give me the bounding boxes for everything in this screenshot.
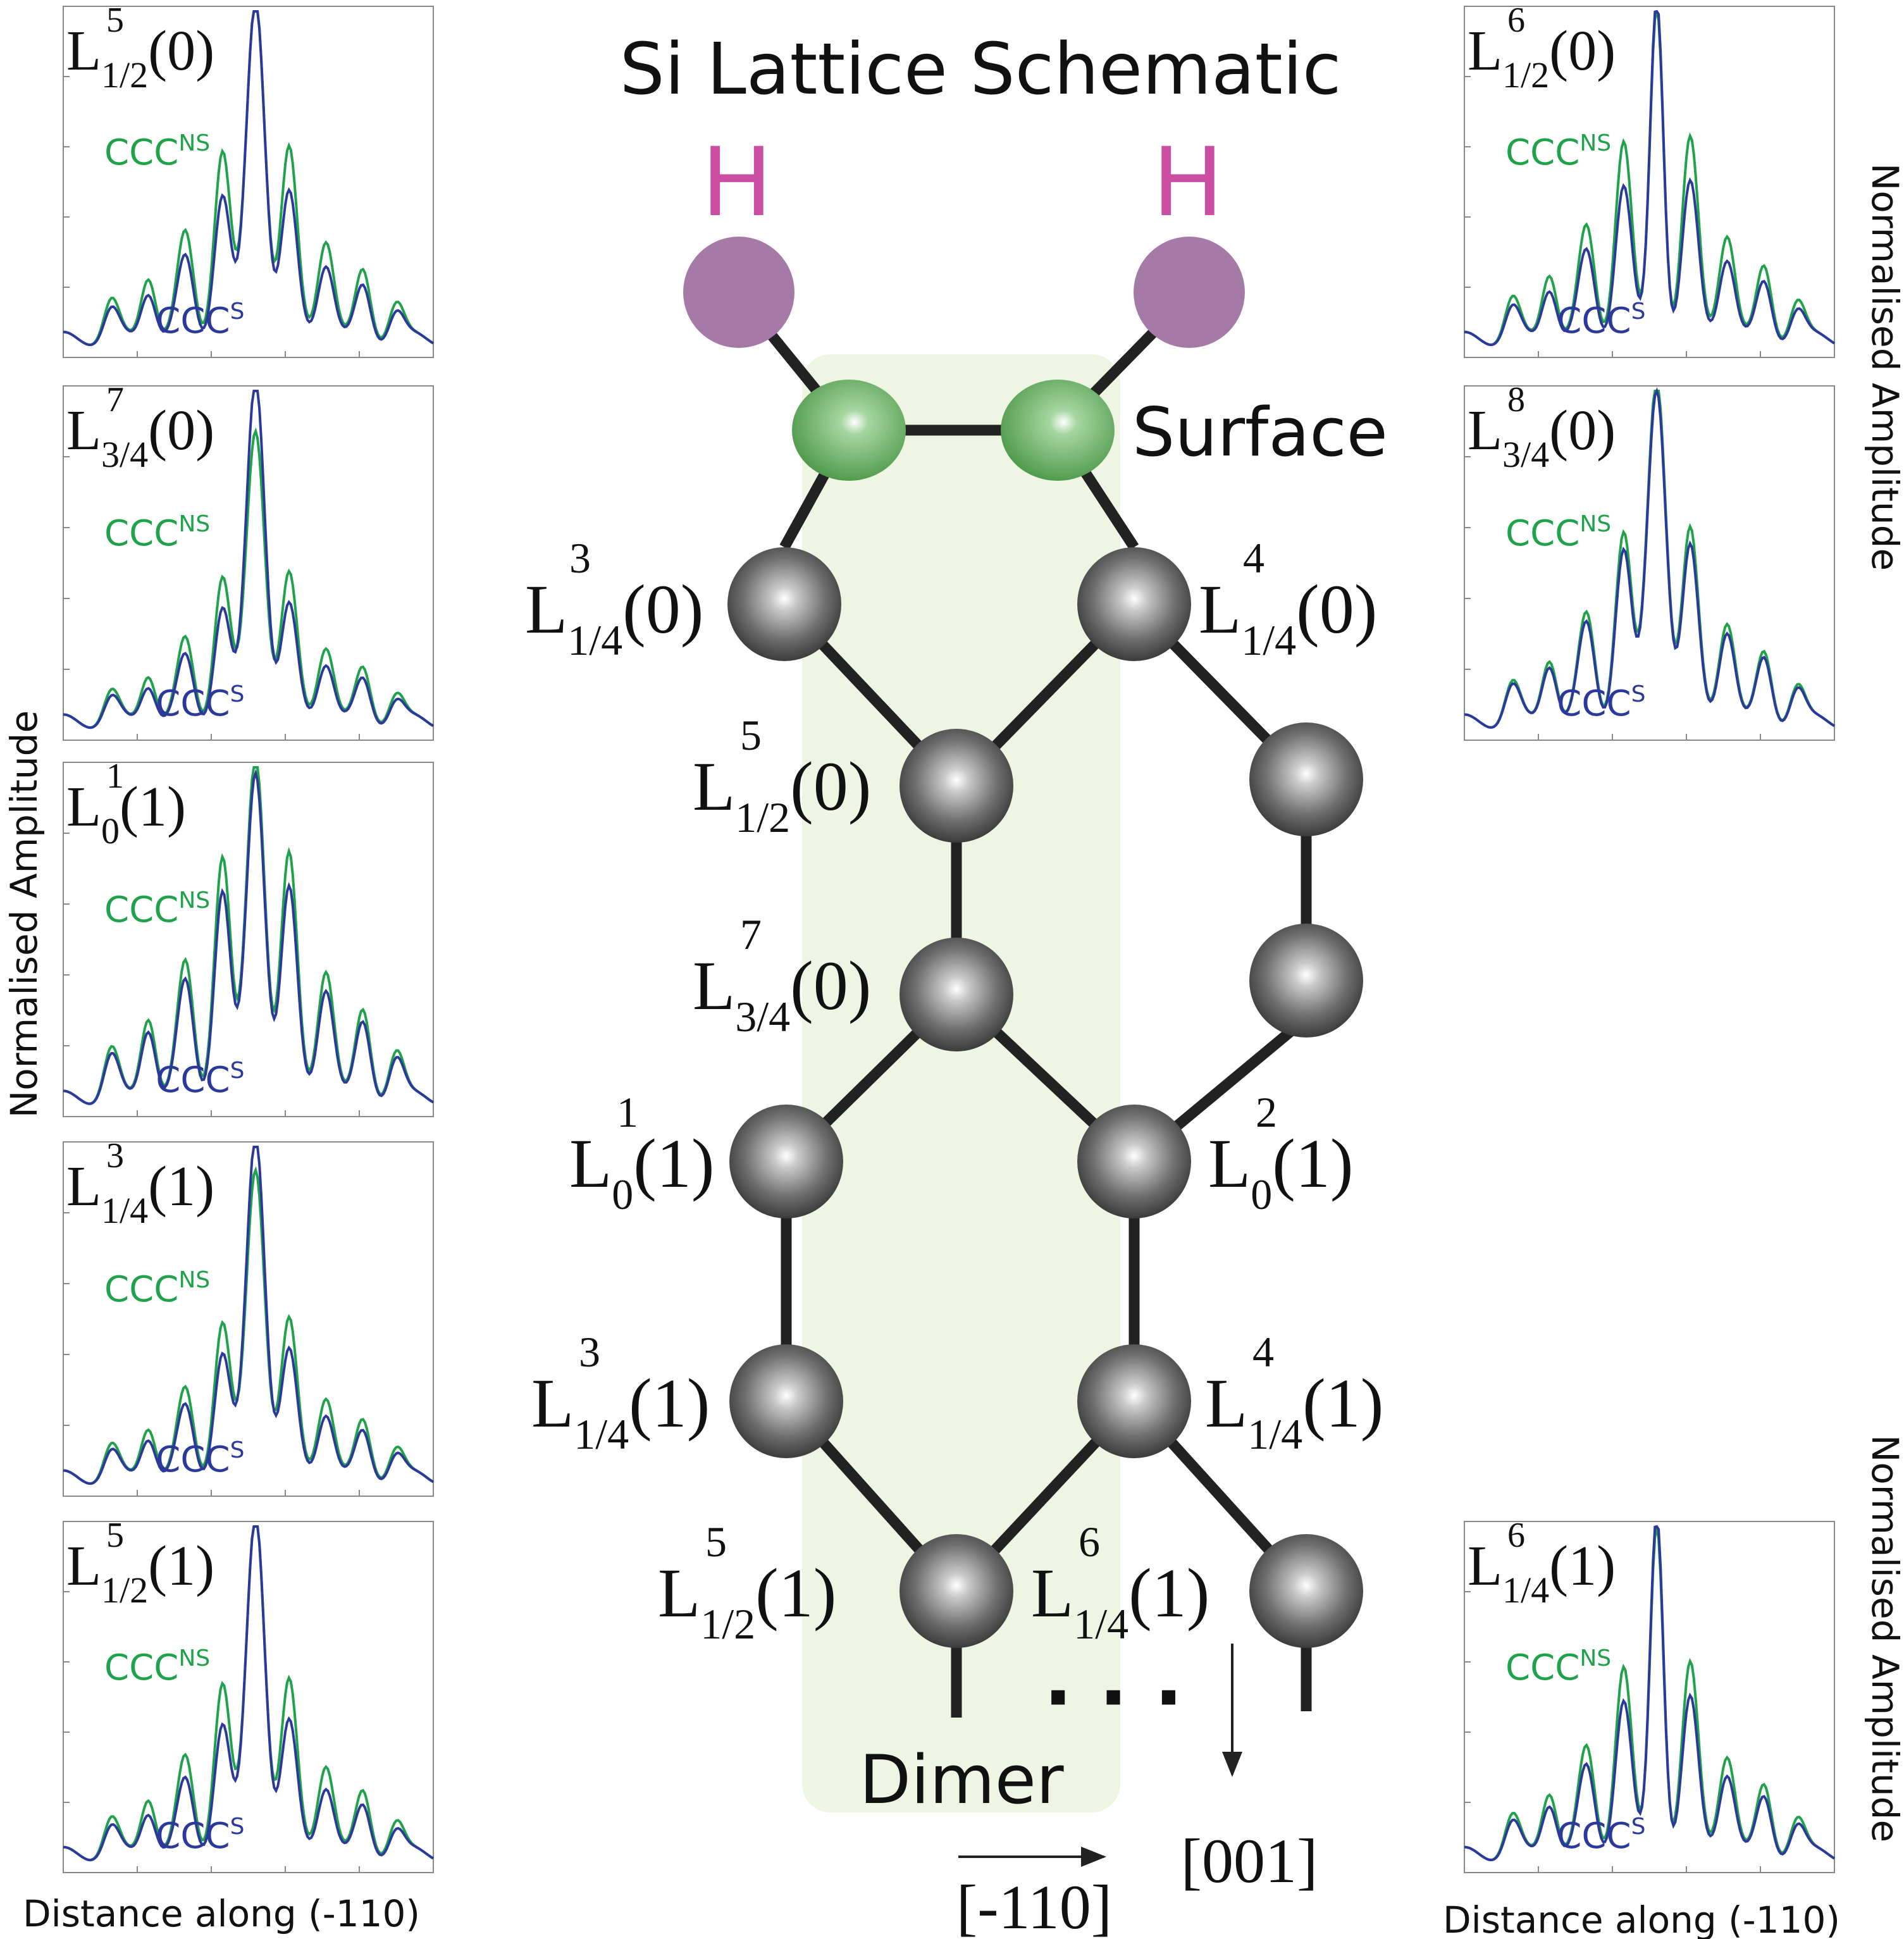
series-ns-label: CCCNS [104, 511, 210, 554]
direction-m110-label: [-110] [956, 1872, 1112, 1939]
atom-l12-1-5 [899, 1534, 1013, 1648]
series-s-line [63, 10, 435, 347]
label-l14-1-4-sup: 4 [1252, 1328, 1274, 1376]
label-l12-1-5-sup: 5 [705, 1518, 727, 1566]
dimer-region [802, 354, 1120, 1812]
atom-l14-1-3 [729, 1344, 843, 1458]
series-s-label: CCCS [156, 299, 244, 342]
series-s-line [63, 1525, 435, 1862]
panel-title-sup: 8 [1507, 380, 1525, 419]
label-l14-1-3-sup: 3 [579, 1328, 600, 1376]
direction-001-label: [001] [1181, 1826, 1318, 1896]
series-s-label: CCCS [156, 1058, 244, 1101]
atom-l14-0-4 [1077, 547, 1191, 661]
panel-title: L1/2(0) [66, 20, 214, 96]
label-l14-0-3: L1/4(0) [525, 571, 703, 664]
hydrogen-atom-right [1134, 237, 1245, 348]
atom-right-column-2 [1249, 924, 1363, 1038]
series-s-line [63, 390, 435, 729]
panel-title-sup: 6 [1507, 1, 1525, 40]
silicon-atoms [727, 547, 1363, 1648]
label-l14-1-4: L1/4(1) [1205, 1365, 1383, 1458]
panel-title-sup: 5 [106, 1516, 124, 1555]
series-s-label: CCCS [1557, 299, 1645, 342]
label-l0-1-2: L0(1) [1208, 1125, 1353, 1218]
series-s-label: CCCS [156, 1814, 244, 1857]
label-l14-0-4-sup: 4 [1243, 534, 1264, 582]
atom-right-column-1 [1249, 722, 1363, 836]
series-ns-label: CCCNS [104, 1645, 210, 1688]
series-s-line [1464, 1525, 1836, 1862]
surface-label: Surface [1132, 393, 1388, 471]
label-l0-1-2-sup: 2 [1256, 1088, 1277, 1136]
label-l14-0-3-sup: 3 [569, 534, 591, 582]
panel-title-sup: 7 [106, 380, 124, 419]
atom-l14-1-4 [1077, 1344, 1191, 1458]
atom-right-column-3 [1249, 1534, 1363, 1648]
series-s-line [1464, 9, 1836, 347]
hydrogen-atoms: H H [683, 128, 1245, 348]
atom-l34-0-7 [899, 938, 1013, 1051]
x-axis-label-right: Distance along (-110) [1443, 1899, 1840, 1939]
hydrogen-atom-left [683, 237, 794, 348]
panel-title-sup: 3 [106, 1136, 124, 1175]
y-axis-label-left: Normalised Amplitude [3, 710, 46, 1118]
atom-l0-1-1 [729, 1105, 843, 1218]
label-l14-1-3: L1/4(1) [531, 1365, 710, 1458]
hydrogen-label-left: H [702, 128, 773, 238]
label-l0-1-1-sup: 1 [617, 1088, 638, 1136]
amplitude-panels: L1/2(0)5CCCNSCCCSL3/4(0)7CCCNSCCCSL0(1)1… [63, 1, 1836, 1873]
panel-title-sup: 1 [106, 757, 124, 796]
ellipsis: · · · [1044, 1654, 1183, 1742]
label-l34-0-7-sup: 7 [740, 910, 762, 958]
x-axis-label-left: Distance along (-110) [23, 1892, 420, 1935]
panel-title-sup: 6 [1507, 1516, 1525, 1555]
series-s-label: CCCS [1557, 1814, 1645, 1857]
label-l0-1-1: L0(1) [569, 1125, 714, 1218]
series-s-line [63, 1146, 435, 1485]
series-s-label: CCCS [1557, 681, 1645, 724]
label-l14-0-4: L1/4(0) [1199, 571, 1377, 664]
atom-l14-0-3 [727, 547, 841, 661]
panel-title-sup: 5 [106, 1, 124, 40]
series-s-label: CCCS [156, 1437, 244, 1480]
hydrogen-label-right: H [1153, 128, 1224, 238]
series-s-line [63, 769, 435, 1105]
atom-l12-0-5 [899, 729, 1013, 843]
diagram-title: Si Lattice Schematic [620, 28, 1342, 111]
y-axis-label-right-bottom: Normalised Amplitude [1864, 1435, 1904, 1842]
surface-atom-right [1001, 380, 1115, 481]
series-s-line [1464, 387, 1836, 729]
series-ns-label: CCCNS [104, 130, 210, 173]
panel-title: L1/4(1) [1468, 1535, 1616, 1611]
dimer-label: Dimer [859, 1741, 1064, 1819]
surface-atom-left [792, 380, 906, 481]
series-s-label: CCCS [156, 681, 244, 724]
label-l12-0-5-sup: 5 [740, 711, 762, 759]
surface-atoms: Surface [792, 380, 1388, 481]
y-axis-label-right-top: Normalised Amplitude [1864, 163, 1904, 571]
atom-l0-1-2 [1077, 1105, 1191, 1218]
label-l14-1-6-sup: 6 [1079, 1518, 1100, 1566]
